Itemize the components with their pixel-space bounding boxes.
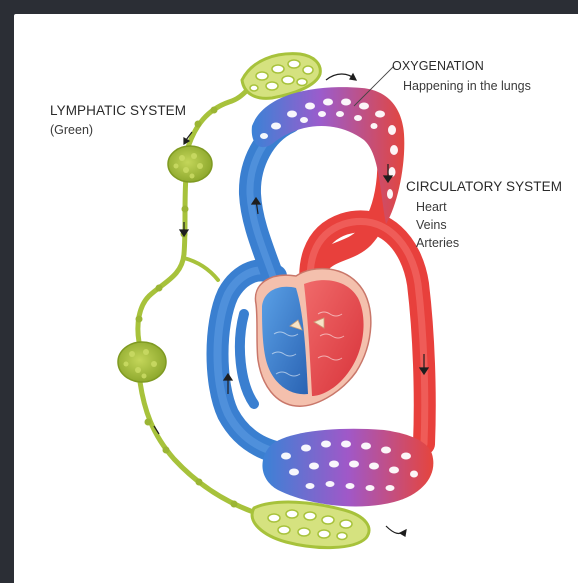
oxygenation-subtitle: Happening in the lungs <box>403 80 531 93</box>
lymphatic-system-subtitle: (Green) <box>50 124 93 137</box>
circulatory-item-heart: Heart <box>416 201 447 214</box>
lymph-net-bottom <box>252 502 369 548</box>
lymph-node-lower <box>118 342 166 382</box>
body-capillary-network <box>262 429 433 507</box>
lymph-node-upper <box>168 146 212 182</box>
circulatory-item-arteries: Arteries <box>416 237 459 250</box>
lymphatic-system-title: LYMPHATIC SYSTEM <box>50 104 186 118</box>
diagram-canvas: LYMPHATIC SYSTEM (Green) OXYGENATION Hap… <box>14 14 578 583</box>
circulatory-item-veins: Veins <box>416 219 447 232</box>
heart <box>255 269 370 407</box>
circulatory-lymphatic-diagram <box>14 14 578 583</box>
circulatory-system-title: CIRCULATORY SYSTEM <box>406 180 562 194</box>
oxygenation-title: OXYGENATION <box>392 60 484 73</box>
